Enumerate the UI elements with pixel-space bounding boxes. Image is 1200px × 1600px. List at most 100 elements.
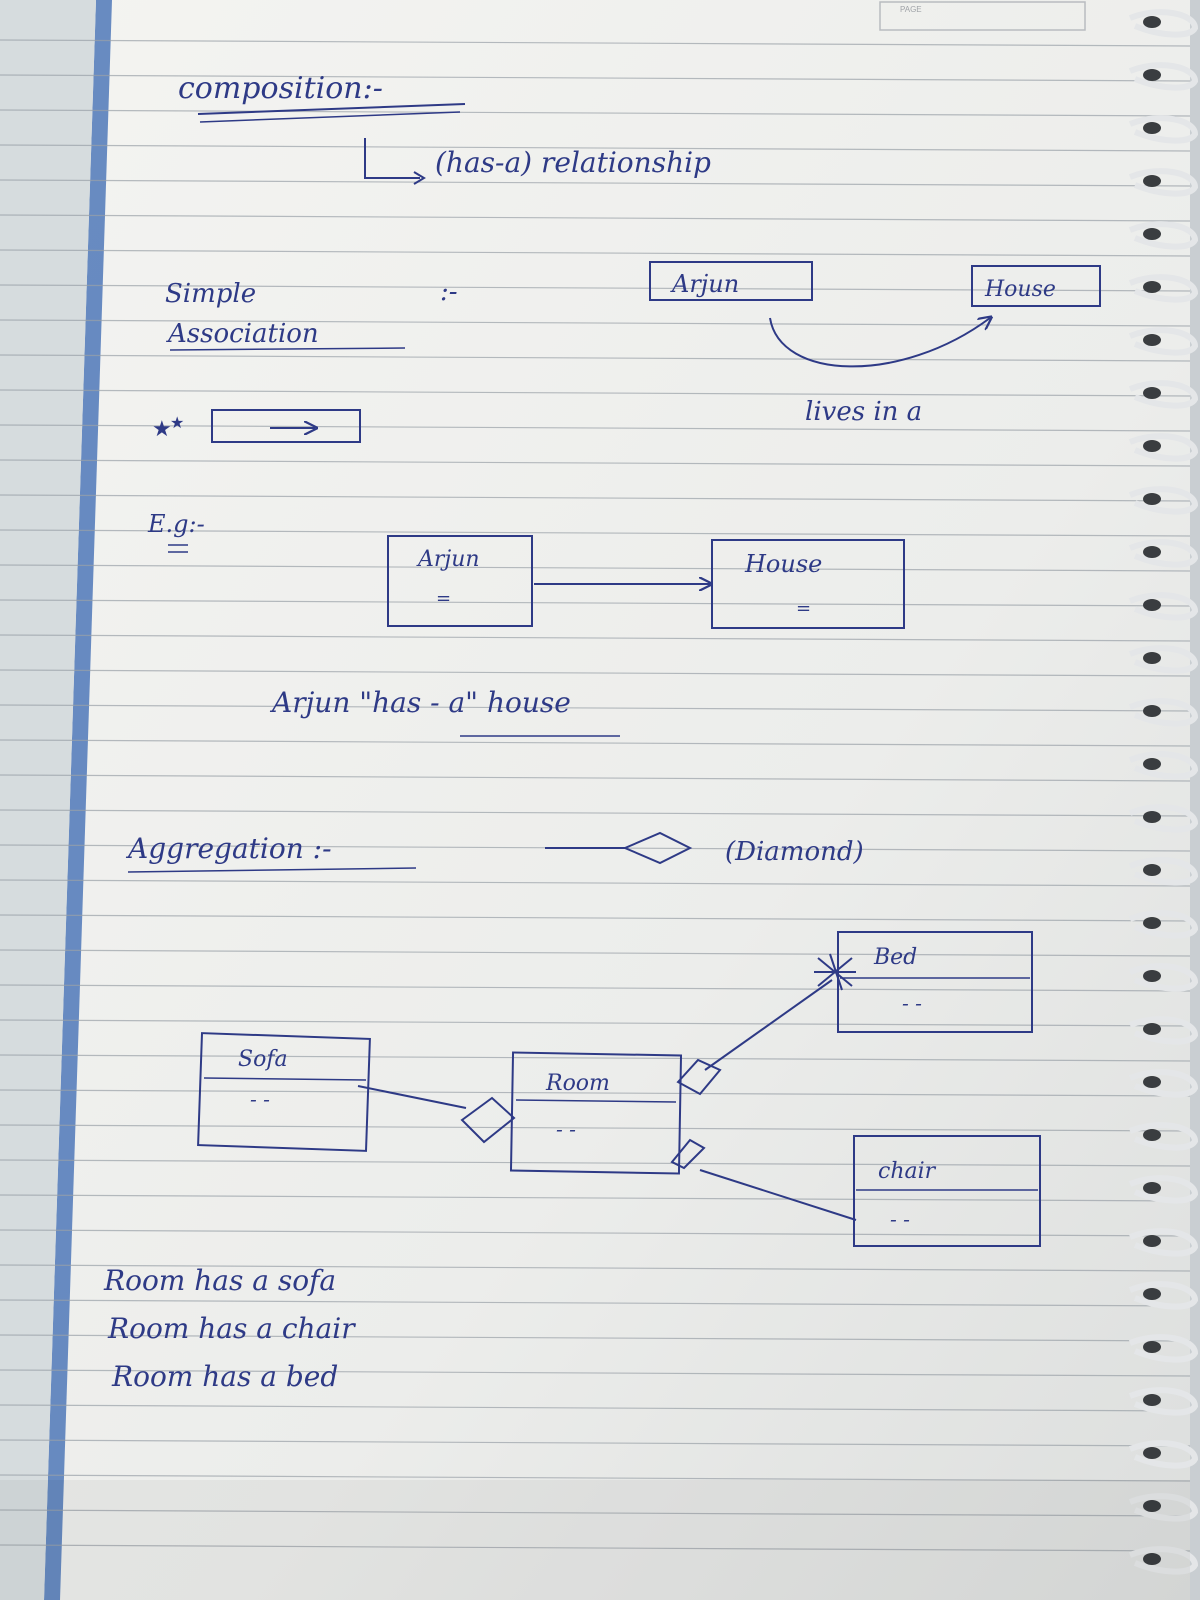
spiral-ring-icon (1128, 274, 1199, 303)
title-underline (197, 103, 466, 115)
uml-room-divider (515, 1099, 677, 1103)
box-arjun-top-label: Arjun (670, 270, 739, 298)
ruled-line (0, 1229, 1191, 1237)
ruled-line (0, 1089, 1191, 1097)
spiral-hole (1143, 69, 1161, 81)
uml-chair-label: chair (878, 1159, 937, 1184)
spiral-ring-icon (1128, 698, 1199, 727)
spiral-hole (1143, 1023, 1161, 1035)
eg-double-underline (168, 544, 188, 553)
lives-in-arrow (769, 318, 990, 368)
spiral-ring-icon (1128, 1069, 1199, 1098)
spiral-hole (1143, 705, 1161, 717)
simple-association-label-2: Association (166, 319, 319, 349)
ruled-line (0, 1159, 1191, 1167)
lives-in-caption: lives in a (805, 397, 922, 427)
arrow-notation-box (211, 409, 361, 443)
spiral-hole (1143, 652, 1161, 664)
spiral-ring-icon (1128, 1122, 1199, 1151)
spiral-hole (1143, 1076, 1161, 1088)
room-chair-connector (699, 1169, 857, 1221)
ruled-line (0, 354, 1191, 362)
spiral-hole (1143, 970, 1161, 982)
eg-box-arjun-sub: = (436, 588, 451, 609)
spiral-ring-icon (1128, 327, 1199, 356)
uml-bed-label: Bed (873, 945, 917, 970)
ruled-line (0, 74, 1191, 82)
uml-sofa-label: Sofa (238, 1047, 288, 1072)
spiral-hole (1143, 387, 1161, 399)
simple-association-separator: :- (440, 277, 458, 307)
eg-box-arjun (387, 535, 533, 627)
spiral-ring-icon (1128, 1334, 1199, 1363)
uml-box-sofa (197, 1032, 371, 1152)
ruled-line (0, 599, 1191, 607)
star-icon: ★ (152, 417, 172, 442)
spiral-hole (1143, 16, 1161, 28)
uml-sofa-divider (203, 1077, 367, 1081)
box-arjun-top (649, 261, 813, 301)
uml-box-chair (853, 1135, 1041, 1247)
spiral-ring-icon (1128, 857, 1199, 886)
ruled-line (0, 214, 1191, 222)
ruled-line (0, 879, 1191, 887)
spiral-hole (1143, 334, 1161, 346)
spiral-ring-icon (1128, 1440, 1199, 1469)
spiral-hole (1143, 811, 1161, 823)
sofa-aggregation-diamond-icon (460, 1096, 516, 1144)
spiral-ring-icon (1128, 751, 1199, 780)
spiral-ring-icon (1128, 168, 1199, 197)
spiral-hole (1143, 758, 1161, 770)
spiral-ring-icon (1128, 804, 1199, 833)
bottom-shadow (0, 1480, 1190, 1600)
spiral-ring-icon (1128, 221, 1199, 250)
ruled-line (0, 739, 1191, 747)
simple-association-label-1: Simple (165, 279, 256, 309)
ruled-line (0, 144, 1191, 152)
uml-room-placeholder: - - (556, 1117, 576, 1141)
spiral-hole (1143, 1394, 1161, 1406)
spiral-hole (1143, 493, 1161, 505)
summary-sentence: Room has a sofa (103, 1264, 336, 1297)
eg-box-house (711, 539, 905, 629)
ruled-line (0, 1019, 1191, 1027)
spiral-ring-icon (1128, 645, 1199, 674)
ruled-line (0, 1404, 1191, 1412)
ruled-line (0, 179, 1191, 187)
ruled-line (0, 494, 1191, 502)
ruled-line (0, 1544, 1191, 1552)
eg-box-arjun-label: Arjun (416, 547, 480, 572)
uml-box-bed (837, 931, 1033, 1033)
association-underline (169, 347, 406, 351)
spiral-binding (1128, 9, 1199, 1575)
title-composition: composition:- (178, 71, 383, 106)
spiral-ring-icon (1128, 539, 1199, 568)
spiral-hole (1143, 1235, 1161, 1247)
spiral-hole (1143, 1288, 1161, 1300)
ruled-line (0, 1439, 1191, 1447)
spiral-ring-icon (1128, 1175, 1199, 1204)
title-underline-2 (199, 111, 461, 123)
spiral-ring-icon (1128, 1228, 1199, 1257)
ruled-line (0, 1509, 1191, 1517)
ruled-line (0, 984, 1191, 992)
subtitle-arrowhead-icon (413, 171, 426, 185)
ruled-line (0, 1369, 1191, 1377)
ruled-line (0, 809, 1191, 817)
ruled-line (0, 704, 1191, 712)
spiral-ring-icon (1128, 963, 1199, 992)
room-bed-connector (704, 979, 833, 1071)
aggregation-underline (127, 867, 417, 873)
ruled-line (0, 39, 1191, 47)
spiral-ring-icon (1128, 1493, 1199, 1522)
ruled-line (0, 1054, 1191, 1062)
ruled-line (0, 459, 1191, 467)
ruled-line (0, 774, 1191, 782)
left-margin-shadow (0, 0, 96, 1600)
subtitle-has-a: (has-a) relationship (435, 146, 711, 179)
spiral-hole (1143, 1500, 1161, 1512)
spiral-hole (1143, 864, 1161, 876)
spiral-ring-icon (1128, 9, 1199, 38)
ruled-line (0, 564, 1191, 572)
bed-aggregation-diamond-icon (676, 1058, 722, 1096)
